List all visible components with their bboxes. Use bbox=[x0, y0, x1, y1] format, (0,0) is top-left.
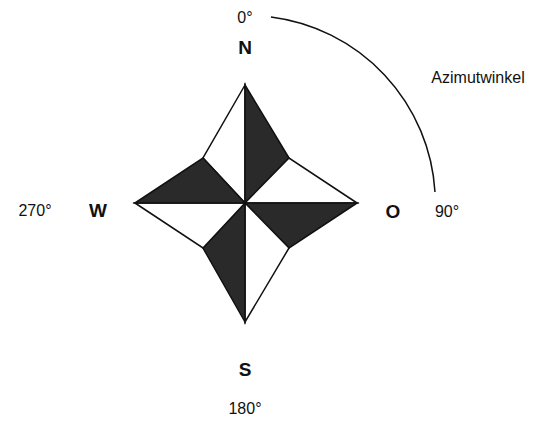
star-half bbox=[245, 158, 357, 203]
direction-letter: N bbox=[238, 38, 252, 59]
direction-letter: W bbox=[89, 201, 107, 222]
direction-letter: S bbox=[239, 360, 252, 381]
star-half bbox=[245, 203, 289, 322]
angle-label: 90° bbox=[435, 203, 459, 221]
compass-star bbox=[135, 85, 357, 322]
direction-letter: O bbox=[386, 202, 401, 223]
star-half bbox=[135, 203, 245, 248]
angle-label: 270° bbox=[18, 202, 51, 220]
arc-label: Azimutwinkel bbox=[431, 69, 524, 87]
star-half bbox=[135, 158, 245, 203]
angle-label: 0° bbox=[237, 9, 252, 27]
angle-label: 180° bbox=[228, 400, 261, 418]
